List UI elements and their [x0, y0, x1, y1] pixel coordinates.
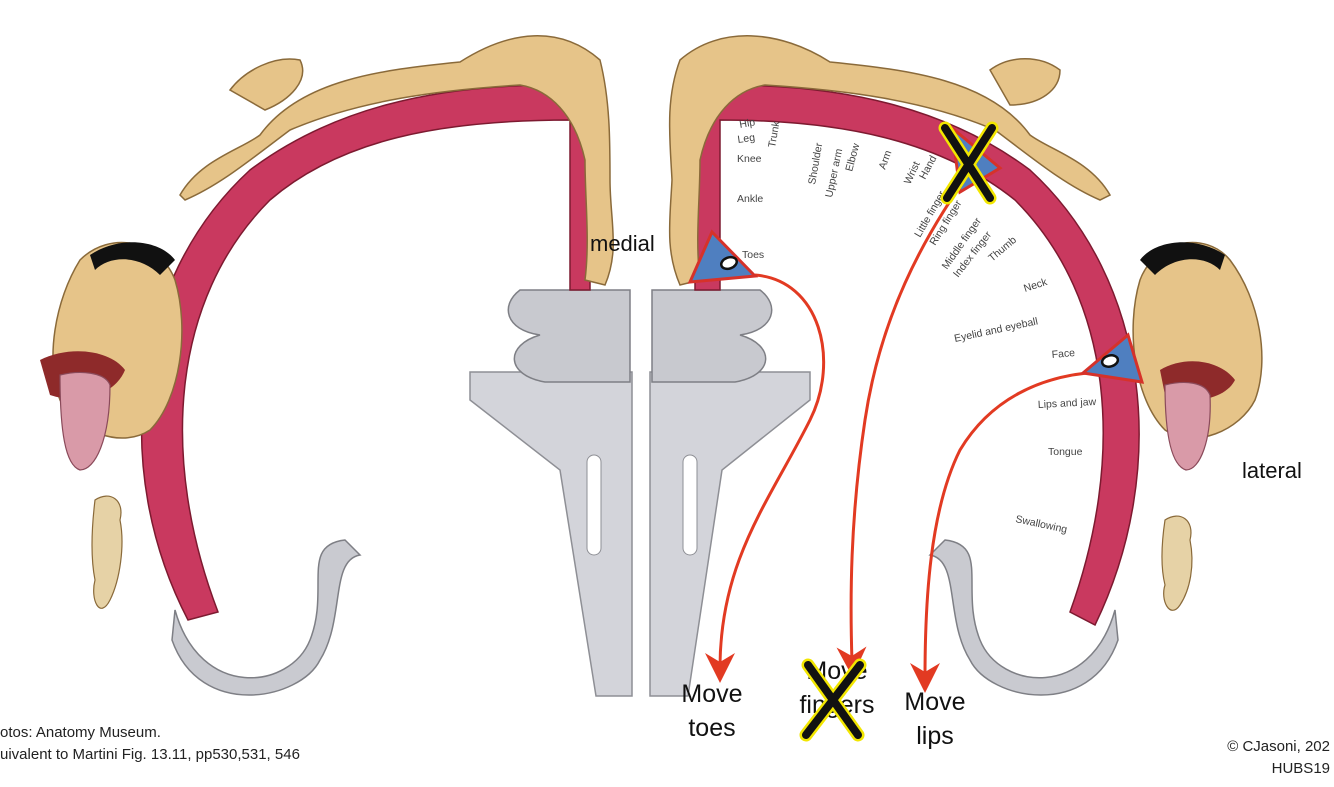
- footer-line2: uivalent to Martini Fig. 13.11, pp530,53…: [0, 745, 300, 763]
- hom-hip: Hip: [738, 116, 756, 131]
- footer-copyright: © CJasoni, 202 HUBS19: [1227, 736, 1330, 780]
- hom-eyelid-eyeball: Eyelid and eyeball: [953, 315, 1039, 344]
- medial-label: medial: [590, 231, 655, 256]
- hom-toes: Toes: [742, 249, 764, 261]
- hom-face: Face: [1051, 347, 1075, 361]
- hom-upper-arm: Upper arm: [823, 147, 845, 198]
- lateral-label: lateral: [1242, 458, 1302, 483]
- cross-icon-fingers-area: [938, 121, 999, 205]
- arrows: [705, 164, 1101, 693]
- move-lips-line2: lips: [916, 721, 954, 750]
- hom-hand: Hand: [917, 153, 939, 181]
- right-homunculus: [668, 35, 1263, 611]
- arrow-fingers: [836, 164, 977, 677]
- hom-neck: Neck: [1022, 276, 1049, 295]
- temporal-hooks: [171, 539, 1119, 696]
- triangle-toes: [687, 229, 759, 284]
- homunculus-labels: Hip Leg Trunk Knee Shoulder Upper arm El…: [737, 116, 1097, 536]
- footer-credits: otos: Anatomy Museum. uivalent to Martin…: [0, 722, 300, 766]
- hom-elbow: Elbow: [843, 142, 862, 173]
- hom-leg: Leg: [737, 132, 756, 146]
- move-lips-label: Move lips: [895, 686, 975, 754]
- hom-lips-jaw: Lips and jaw: [1038, 396, 1097, 411]
- arrow-lips: [910, 370, 1101, 693]
- arrow-toes: [705, 273, 826, 683]
- hom-swallowing: Swallowing: [1014, 513, 1068, 536]
- move-toes-line1: Move: [681, 680, 743, 708]
- footer-line1: otos: Anatomy Museum.: [0, 724, 161, 741]
- triangle-lips: [1079, 332, 1145, 384]
- hom-tongue: Tongue: [1048, 446, 1083, 458]
- hom-knee: Knee: [737, 153, 762, 165]
- move-toes-label: Move toes: [672, 678, 752, 746]
- move-toes-line2: toes: [688, 713, 736, 742]
- copyright-text: © CJasoni, 202: [1227, 738, 1330, 755]
- hom-arm: Arm: [877, 149, 895, 171]
- course-code: HUBS19: [1271, 759, 1330, 777]
- cross-icon-move-fingers: [799, 658, 867, 742]
- hom-trunk: Trunk: [766, 120, 783, 149]
- hom-ankle: Ankle: [737, 193, 763, 205]
- left-homunculus: [40, 35, 614, 609]
- hom-shoulder: Shoulder: [806, 142, 825, 186]
- move-lips-line1: Move: [904, 688, 966, 716]
- brainstem: [469, 289, 811, 697]
